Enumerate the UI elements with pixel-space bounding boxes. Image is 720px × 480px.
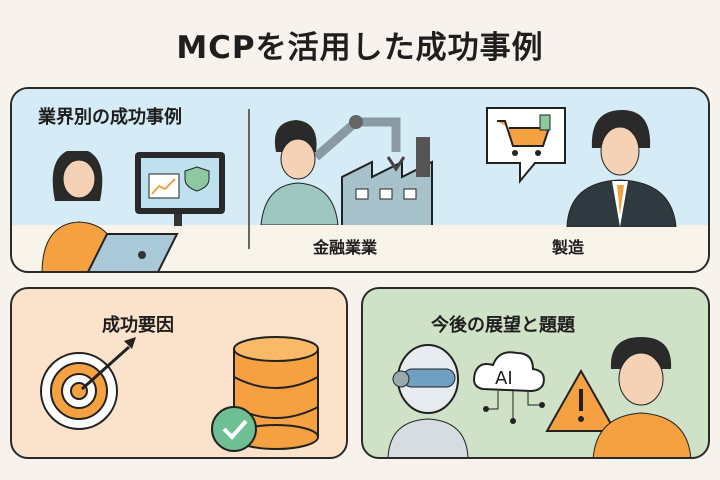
- target-icon: [40, 337, 136, 430]
- check-icon: [211, 406, 257, 452]
- industry-label-manufacturing: 製造: [552, 238, 585, 257]
- worried-person: [592, 337, 692, 457]
- warning-icon: [545, 368, 617, 432]
- robot-icon: [387, 344, 469, 457]
- success-heading: 成功要因: [102, 315, 174, 336]
- robot-ai-warning-illustration: AI: [387, 337, 692, 457]
- industry-heading: 業界別の成功事例: [38, 107, 182, 128]
- shopping-businessman-illustration: [486, 107, 677, 227]
- industry-label-finance: 金融業業: [313, 238, 378, 257]
- woman-laptop-illustration: [41, 151, 225, 271]
- success-factors-panel: 成功要因: [10, 287, 348, 459]
- page-title: MCPを活用した成功事例: [176, 30, 544, 66]
- ai-label: AI: [495, 368, 513, 389]
- ai-cloud-icon: AI: [473, 351, 545, 424]
- industry-panel: 業界別の成功事例 金融業業 製造: [10, 87, 710, 273]
- future-heading: 今後の展望と題題: [431, 315, 575, 336]
- divider: [248, 109, 250, 249]
- future-outlook-panel: 今後の展望と題題 AI: [361, 287, 710, 459]
- factory-robot-arm-illustration: [260, 115, 433, 225]
- target-database-illustration: [40, 336, 319, 452]
